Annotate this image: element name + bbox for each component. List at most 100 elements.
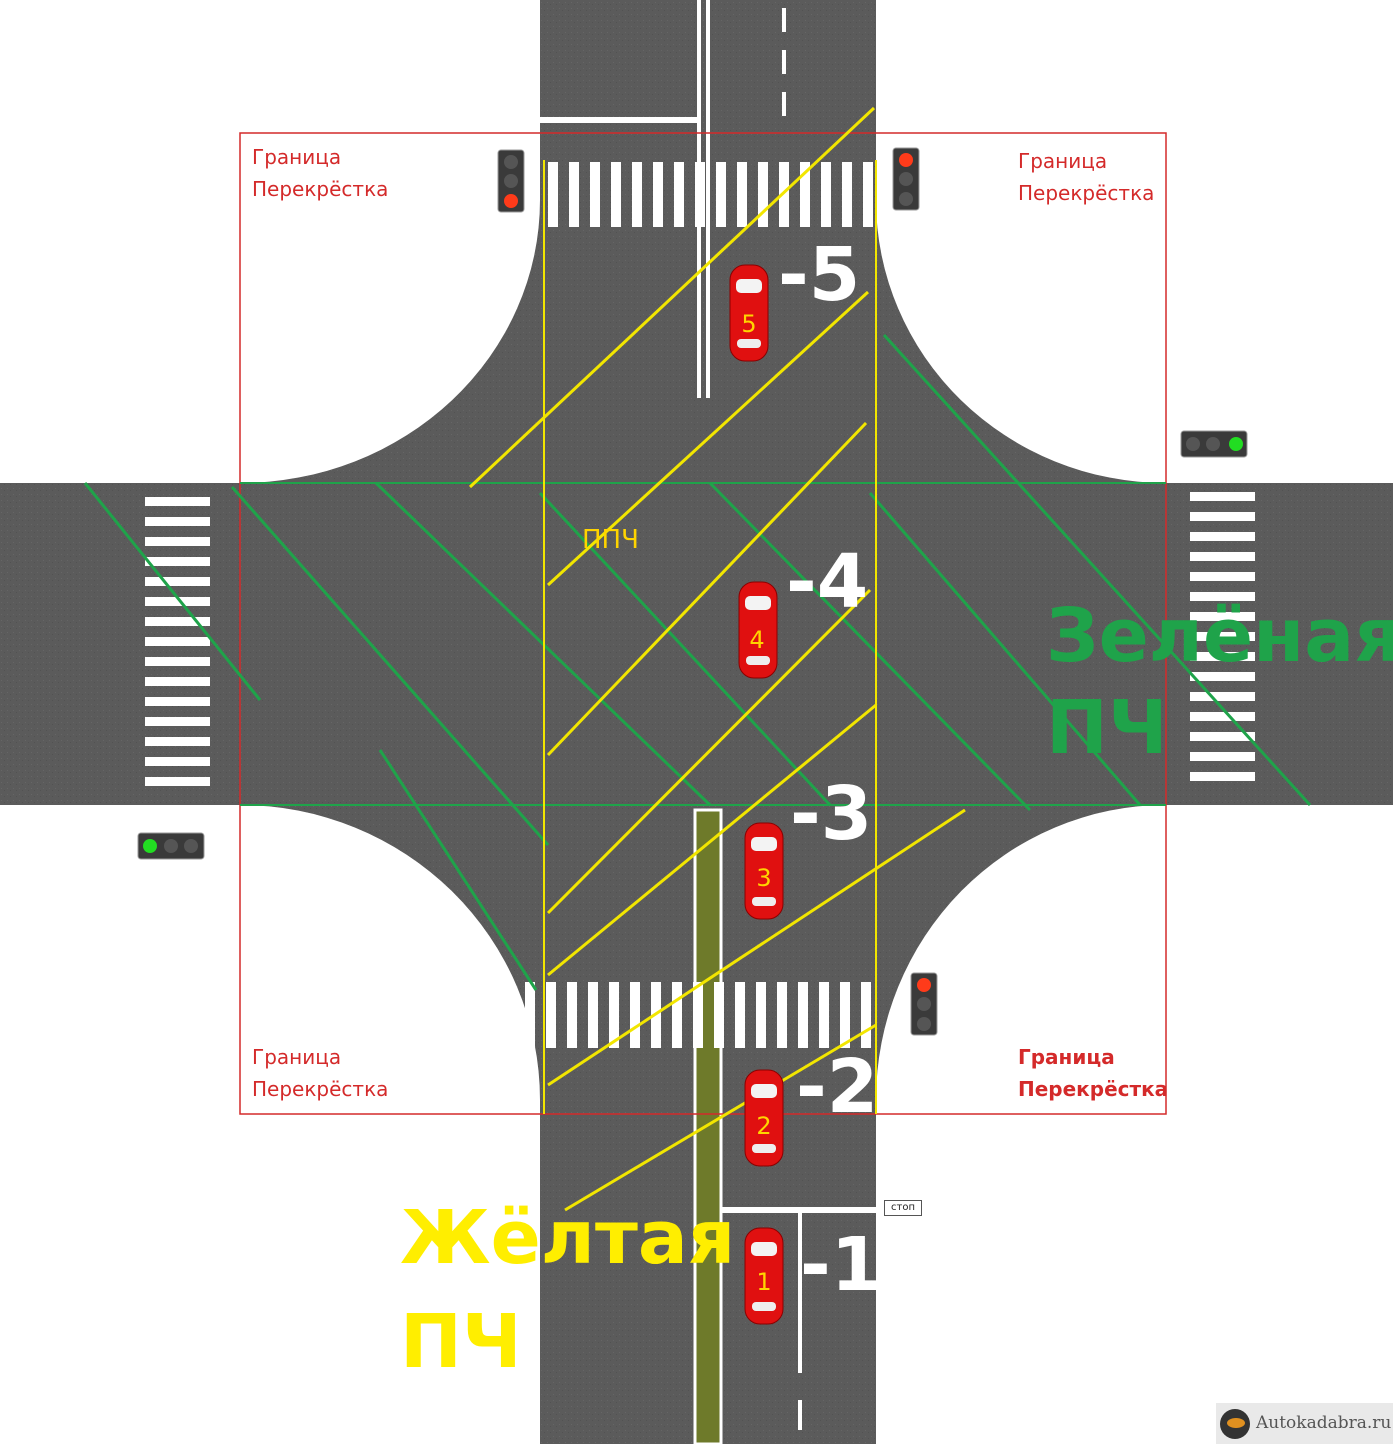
- crossing-stripe: [590, 162, 600, 227]
- crossing-stripe: [1190, 552, 1255, 561]
- crossing-stripe: [588, 982, 598, 1048]
- crossing-stripe: [1190, 692, 1255, 701]
- car-3: [744, 822, 784, 920]
- crossing-stripe: [567, 982, 577, 1048]
- crossing-stripe: [735, 982, 745, 1048]
- boundary-label-line: Граница: [252, 1045, 342, 1069]
- car-5: [729, 264, 769, 362]
- crossing-stripe: [145, 597, 210, 606]
- stop-sign: стоп: [884, 1200, 922, 1216]
- distance-label-4: -4: [786, 539, 869, 625]
- crossing-stripe: [777, 982, 787, 1048]
- car-rear-window: [752, 1144, 776, 1153]
- crossing-stripe: [145, 737, 210, 746]
- crossing-stripe: [546, 982, 556, 1048]
- crossing-stripe: [693, 982, 703, 1048]
- car-4: [738, 581, 778, 679]
- road-markings: [540, 0, 876, 1444]
- crossing-stripe: [145, 517, 210, 526]
- traffic-light-right: [1180, 430, 1248, 458]
- boundary-label-bottom-left: Граница Перекрёстка: [252, 1041, 388, 1105]
- crossing-stripe: [145, 677, 210, 686]
- crossing-stripe: [863, 162, 873, 227]
- crossing-stripe: [779, 162, 789, 227]
- crossing-stripe: [674, 162, 684, 227]
- crossing-stripe: [714, 982, 724, 1048]
- crossing-stripe: [756, 982, 766, 1048]
- boundary-label-line: Граница: [252, 145, 342, 169]
- car-rear-window: [752, 897, 776, 906]
- car-2: [744, 1069, 784, 1167]
- crossing-stripe: [145, 637, 210, 646]
- green-zone-line: ПЧ: [1046, 685, 1168, 771]
- crossing-stripe: [819, 982, 829, 1048]
- yellow-zone-line: ПЧ: [400, 1299, 522, 1385]
- car-1: [744, 1227, 784, 1325]
- ppch-label: ППЧ: [582, 525, 639, 555]
- crosswalk-bottom: [525, 982, 871, 1048]
- crossing-stripe: [798, 982, 808, 1048]
- crossing-stripe: [672, 982, 682, 1048]
- green-zone-line: Зелёная: [1046, 593, 1393, 679]
- crossing-stripe: [653, 162, 663, 227]
- boundary-label-line: Перекрёстка: [252, 177, 389, 201]
- crossing-stripe: [800, 162, 810, 227]
- crossing-stripe: [145, 697, 210, 706]
- crossing-stripe: [1190, 572, 1255, 581]
- crossing-stripe: [1190, 712, 1255, 721]
- cars: [729, 264, 784, 1325]
- car-number-2: 2: [756, 1112, 772, 1140]
- crossing-stripe: [1190, 632, 1255, 641]
- crosswalk-left: [145, 497, 210, 786]
- crossing-stripe: [145, 577, 210, 586]
- crossing-stripe: [145, 497, 210, 506]
- car-number-1: 1: [756, 1268, 772, 1296]
- car-number-3: 3: [756, 864, 772, 892]
- crossing-stripe: [695, 162, 705, 227]
- distance-label-1: -1: [800, 1222, 883, 1308]
- crossing-stripe: [1190, 592, 1255, 601]
- crossing-stripe: [1190, 492, 1255, 501]
- traffic-light-left: [137, 832, 205, 860]
- watermark-text: Autokadabra.ru: [1256, 1413, 1392, 1433]
- boundary-label-line: Перекрёстка: [1018, 181, 1155, 205]
- crossing-stripe: [145, 557, 210, 566]
- crossing-stripe: [632, 162, 642, 227]
- crossing-stripe: [145, 657, 210, 666]
- crossing-stripe: [821, 162, 831, 227]
- crossing-stripe: [842, 162, 852, 227]
- crossing-stripe: [525, 982, 535, 1048]
- crossing-stripe: [1190, 512, 1255, 521]
- car-windshield: [745, 596, 771, 610]
- watermark: Autokadabra.ru: [1216, 1403, 1393, 1444]
- car-windshield: [751, 837, 777, 851]
- crossing-stripe: [630, 982, 640, 1048]
- boundary-label-line: Перекрёстка: [252, 1077, 389, 1101]
- traffic-light-top-left: [497, 149, 525, 213]
- boundary-label-bottom-right: Граница Перекрёстка: [1018, 1041, 1168, 1105]
- traffic-light-top-right: [892, 147, 920, 211]
- boundary-label-line: Граница: [1018, 1045, 1115, 1069]
- boundary-label-line: Граница: [1018, 149, 1108, 173]
- car-rear-window: [737, 339, 761, 348]
- boundary-label-top-right: Граница Перекрёстка: [1018, 145, 1154, 209]
- car-windshield: [736, 279, 762, 293]
- crossing-stripe: [548, 162, 558, 227]
- crossing-stripe: [609, 982, 619, 1048]
- crossing-stripe: [145, 757, 210, 766]
- logo-icon: [1220, 1409, 1250, 1439]
- boundary-label-top-left: Граница Перекрёстка: [252, 141, 388, 205]
- crossing-stripe: [569, 162, 579, 227]
- crossing-stripe: [758, 162, 768, 227]
- crossing-stripe: [840, 982, 850, 1048]
- distance-label-3: -3: [790, 771, 873, 857]
- car-windshield: [751, 1242, 777, 1256]
- crossing-stripe: [145, 537, 210, 546]
- crossing-stripe: [1190, 652, 1255, 661]
- crossing-stripe: [1190, 752, 1255, 761]
- intersection-boundary: [239, 132, 1167, 1115]
- boundary-label-line: Перекрёстка: [1018, 1077, 1169, 1101]
- crossing-stripe: [1190, 532, 1255, 541]
- crossing-stripe: [1190, 772, 1255, 781]
